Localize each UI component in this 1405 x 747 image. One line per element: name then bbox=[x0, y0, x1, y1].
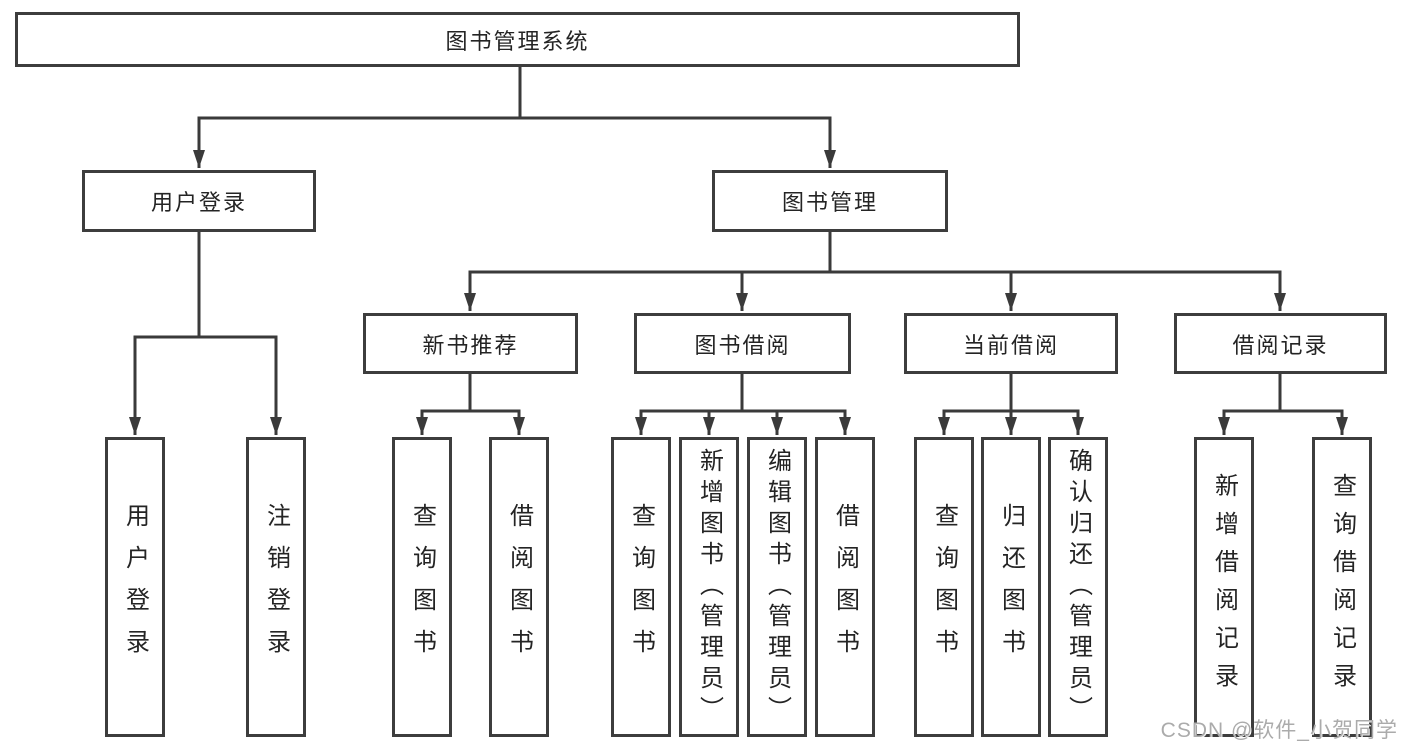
node-leaf-cb-confirm-return-admin: 确认归还（管理员） bbox=[1048, 437, 1108, 737]
connector-root-to-level2 bbox=[193, 66, 836, 168]
node-leaf-nbr-borrow-books-label: 借阅图书 bbox=[505, 503, 533, 671]
connector-book-borrow-children bbox=[635, 373, 851, 435]
node-leaf-bb-borrow-books-label: 借阅图书 bbox=[831, 503, 859, 671]
node-user-login-label: 用户登录 bbox=[150, 190, 247, 215]
node-leaf-logout: 注销登录 bbox=[246, 437, 306, 737]
node-root-label: 图书管理系统 bbox=[445, 28, 590, 54]
node-leaf-br-query-record: 查询借阅记录 bbox=[1312, 437, 1372, 737]
node-leaf-br-query-record-label: 查询借阅记录 bbox=[1328, 473, 1356, 701]
node-leaf-bb-add-books-admin: 新增图书（管理员） bbox=[679, 437, 739, 737]
connector-new-book-rec-children bbox=[416, 373, 525, 435]
node-leaf-bb-query-books: 查询图书 bbox=[611, 437, 671, 737]
node-leaf-cb-query-books: 查询图书 bbox=[914, 437, 974, 737]
node-current-borrow: 当前借阅 bbox=[904, 313, 1118, 374]
connector-user-login-children bbox=[129, 231, 282, 435]
connector-book-mgmt-children bbox=[464, 231, 1286, 311]
node-leaf-bb-edit-books-admin-label: 编辑图书（管理员） bbox=[763, 447, 791, 727]
node-leaf-bb-query-books-label: 查询图书 bbox=[627, 503, 655, 671]
node-leaf-nbr-query-books-label: 查询图书 bbox=[408, 503, 436, 671]
node-book-borrow: 图书借阅 bbox=[634, 313, 851, 374]
connector-borrow-record-children bbox=[1218, 373, 1348, 435]
node-leaf-user-login-label: 用户登录 bbox=[121, 503, 149, 671]
node-user-login: 用户登录 bbox=[82, 170, 316, 232]
node-leaf-cb-confirm-return-admin-label: 确认归还（管理员） bbox=[1064, 447, 1092, 727]
node-leaf-cb-return-books: 归还图书 bbox=[981, 437, 1041, 737]
node-leaf-user-login: 用户登录 bbox=[105, 437, 165, 737]
node-borrow-record-label: 借阅记录 bbox=[1232, 332, 1329, 358]
csdn-watermark: CSDN @软件_小贺同学 bbox=[1160, 719, 1398, 742]
node-leaf-cb-return-books-label: 归还图书 bbox=[997, 503, 1025, 671]
node-leaf-bb-edit-books-admin: 编辑图书（管理员） bbox=[747, 437, 807, 737]
node-current-borrow-label: 当前借阅 bbox=[962, 332, 1059, 358]
node-leaf-br-add-record: 新增借阅记录 bbox=[1194, 437, 1254, 737]
node-book-borrow-label: 图书借阅 bbox=[694, 332, 791, 358]
node-leaf-nbr-query-books: 查询图书 bbox=[392, 437, 452, 737]
node-leaf-bb-add-books-admin-label: 新增图书（管理员） bbox=[695, 447, 723, 727]
node-root: 图书管理系统 bbox=[15, 12, 1020, 67]
node-leaf-br-add-record-label: 新增借阅记录 bbox=[1210, 473, 1238, 701]
connector-current-borrow-children bbox=[938, 373, 1084, 435]
node-new-book-rec-label: 新书推荐 bbox=[422, 332, 519, 358]
node-new-book-rec: 新书推荐 bbox=[363, 313, 578, 374]
node-leaf-nbr-borrow-books: 借阅图书 bbox=[489, 437, 549, 737]
node-leaf-logout-label: 注销登录 bbox=[262, 503, 290, 671]
node-borrow-record: 借阅记录 bbox=[1174, 313, 1387, 374]
node-leaf-bb-borrow-books: 借阅图书 bbox=[815, 437, 875, 737]
node-leaf-cb-query-books-label: 查询图书 bbox=[930, 503, 958, 671]
node-book-mgmt: 图书管理 bbox=[712, 170, 948, 232]
node-book-mgmt-label: 图书管理 bbox=[781, 190, 878, 215]
